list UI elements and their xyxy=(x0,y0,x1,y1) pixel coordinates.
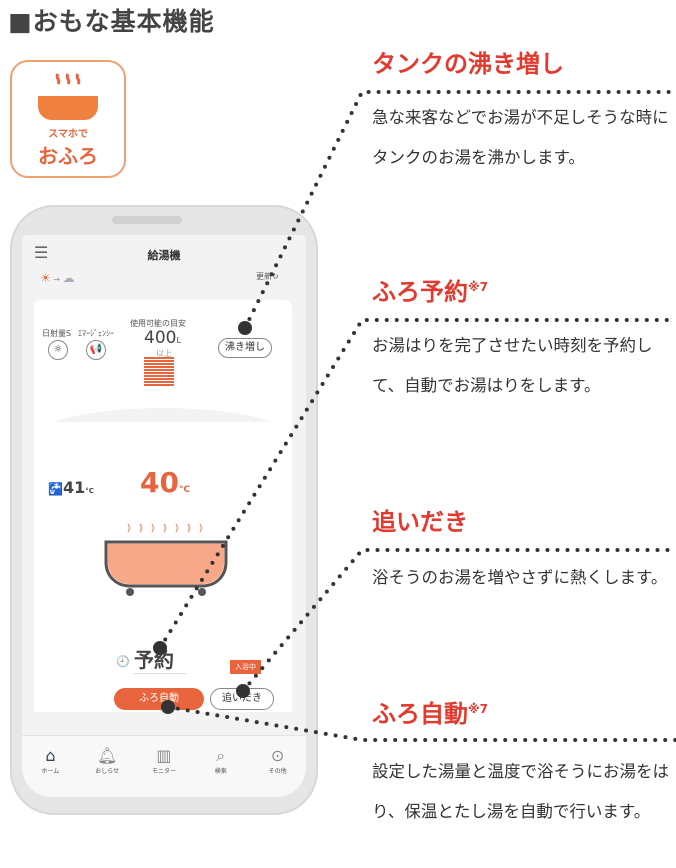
feature-title-tank: タンクの沸き増し xyxy=(372,44,564,79)
reheat-tank-button[interactable]: 沸き増し xyxy=(218,338,272,358)
feature-title-text: タンクの沸き増し xyxy=(372,50,564,78)
clock-icon: 🕘 xyxy=(116,655,130,668)
refresh-button[interactable]: 更新↻ xyxy=(256,272,279,281)
feature-title-reserve: ふろ予約※7 xyxy=(372,272,488,307)
bath-temp-unit: °C xyxy=(178,485,191,495)
megaphone-icon: 📢 xyxy=(86,340,106,360)
reserve-button[interactable]: 予約 xyxy=(134,644,186,674)
nav-more[interactable]: ⊙ その他 xyxy=(253,746,303,797)
nav-label: その他 xyxy=(268,768,287,775)
weather-sun-icon: ☀ → ☁ xyxy=(40,271,75,285)
feature-title-auto: ふろ自動※7 xyxy=(372,694,488,729)
chart-icon: ▥ xyxy=(156,746,172,765)
callout-line-reheat xyxy=(241,548,676,693)
usage-value: 400 xyxy=(144,328,177,348)
refresh-label: 更新 xyxy=(256,272,272,281)
bell-icon: 🔔︎ xyxy=(97,746,118,765)
feature-title-text: 追いだき xyxy=(372,508,468,536)
feature-title-text: ふろ自動 xyxy=(372,700,468,728)
auto-bath-button[interactable]: ふろ自動 xyxy=(114,688,204,710)
bath-temp[interactable]: 40 xyxy=(140,466,179,499)
usage-label: 使用可能の目安 xyxy=(130,319,186,328)
nav-notifications[interactable]: 🔔︎ おしらせ xyxy=(82,746,132,797)
bottom-nav: ⌂ ホーム 🔔︎ おしらせ ▥ モニター ⌕ 検索 ⊙ その他 xyxy=(22,735,306,797)
footnote-mark: ※7 xyxy=(468,702,489,716)
nav-label: ホーム xyxy=(41,768,60,775)
feature-body-reheat: 浴そうのお湯を増やさずに熱くします。 xyxy=(372,568,668,587)
home-icon: ⌂ xyxy=(45,746,56,765)
nav-label: モニター xyxy=(151,768,176,775)
screen-title: 給湯機 xyxy=(147,249,181,262)
callout-line-reserve xyxy=(158,318,676,650)
faucet-icon: 🚰 xyxy=(48,482,63,496)
feature-body-auto: 設定した湯量と温度で浴そうにお湯をはり、保温とたし湯を自動で行います。 xyxy=(372,762,669,821)
nav-monitor[interactable]: ▥ モニター xyxy=(139,746,189,797)
feature-body-tank: 急な来客などでお湯が不足しそうな時にタンクのお湯を沸かします。 xyxy=(372,108,669,167)
app-icon: スマホで おふろ xyxy=(10,60,126,178)
nav-label: 検索 xyxy=(214,768,227,775)
search-icon: ⌕ xyxy=(216,746,226,765)
footnote-mark: ※7 xyxy=(468,280,489,294)
page-title: ■おもな基本機能 xyxy=(8,7,215,36)
menu-icon[interactable]: ☰ xyxy=(34,243,49,262)
tank-level-bar xyxy=(144,357,174,387)
usage-unit: L xyxy=(176,336,181,345)
feature-title-text: ふろ予約 xyxy=(372,278,468,306)
sunlight-icon: ☼ xyxy=(48,340,68,360)
nav-search[interactable]: ⌕ 検索 xyxy=(196,746,246,797)
phone-speaker xyxy=(112,216,182,224)
feature-body-reserve: お湯はりを完了させたい時刻を予約して、自動でお湯はりをします。 xyxy=(372,336,653,395)
water-temp-unit: °C xyxy=(85,487,94,495)
bathtub-illustration xyxy=(104,523,228,596)
sun-label: 日射量S xyxy=(42,329,72,338)
app-icon-name: おふろ xyxy=(38,144,98,168)
nav-label: おしらせ xyxy=(95,768,120,775)
feature-title-reheat: 追いだき xyxy=(372,502,468,537)
usage-note: 以上 xyxy=(156,349,172,358)
more-icon: ⊙ xyxy=(270,746,285,765)
water-temp: 41 xyxy=(62,478,86,497)
status-badge: 入浴中 xyxy=(230,660,261,674)
emergency-label: ｴﾏｰｼﾞｪﾝｼｰ xyxy=(78,329,114,338)
bathtub-icon xyxy=(38,73,98,120)
app-icon-text: スマホで xyxy=(48,129,88,140)
nav-home[interactable]: ⌂ ホーム xyxy=(25,746,75,797)
